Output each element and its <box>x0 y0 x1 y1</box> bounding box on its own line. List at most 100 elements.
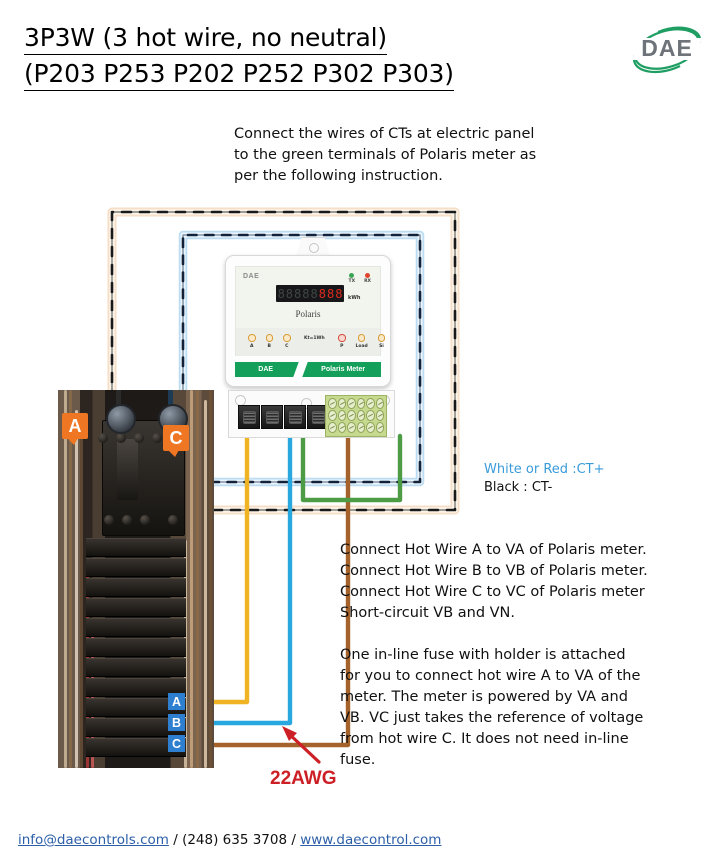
phase-badge-a-label: A <box>171 694 182 709</box>
green-terminal-row[interactable] <box>328 422 384 433</box>
page-title: 3P3W (3 hot wire, no neutral) (P203 P253… <box>24 22 624 91</box>
ct-pair-inner <box>178 230 425 487</box>
meter-face: DAE TX RX 8 8 8 8 8 8 8 8 <box>235 266 381 330</box>
footer-separator-2: / <box>287 832 301 848</box>
instr2-line-6: fuse. <box>340 752 376 768</box>
meter-phase-leds: A B C <box>248 334 291 349</box>
footer-contact: info@daecontrols.com / (248) 635 3708 / … <box>18 832 441 848</box>
green-screw-icon[interactable] <box>356 410 365 421</box>
instr1-line-2: Connect Hot Wire B to VB of Polaris mete… <box>340 563 648 579</box>
green-screw-icon[interactable] <box>347 410 356 421</box>
intro-line-3: per the following instruction. <box>234 168 443 184</box>
green-screw-icon[interactable] <box>337 410 346 421</box>
terminal-screw-icon <box>265 410 279 424</box>
lcd-digit: 8 <box>285 286 294 301</box>
green-screw-icon[interactable] <box>328 410 337 421</box>
phase-badge-b-label: B <box>171 715 182 730</box>
status-led-icon <box>377 334 386 342</box>
meter-comm-leds: TX RX <box>349 273 371 284</box>
callout-badge-a: A <box>62 413 88 445</box>
fuse-instructions: One in-line fuse with holder is attached… <box>340 645 692 771</box>
intro-line-1: Connect the wires of CTs at electric pan… <box>234 126 535 142</box>
svg-text:DAE: DAE <box>641 35 693 61</box>
green-screw-icon[interactable] <box>328 422 337 433</box>
ct-terminal-1[interactable] <box>238 405 260 429</box>
green-screw-icon[interactable] <box>356 422 365 433</box>
lcd-digit: 8 <box>302 286 310 301</box>
ct-terminal-4[interactable] <box>307 405 329 429</box>
instr2-line-2: for you to connect hot wire A to VA of t… <box>340 668 641 684</box>
ct-terminal-2[interactable] <box>261 405 283 429</box>
lcd-digit: 8 <box>335 286 343 301</box>
meter-terminal-strip <box>228 390 395 438</box>
footer-email-link[interactable]: info@daecontrols.com <box>18 832 169 848</box>
green-screw-icon[interactable] <box>375 410 384 421</box>
phase-badge-c-label: C <box>171 736 182 751</box>
dae-logo-icon: DAE <box>632 26 702 74</box>
green-screw-icon[interactable] <box>356 398 365 409</box>
green-screw-icon[interactable] <box>328 398 337 409</box>
instr1-line-1: Connect Hot Wire A to VA of Polaris mete… <box>340 542 647 558</box>
green-screw-icon[interactable] <box>366 422 375 433</box>
green-terminal-row[interactable] <box>328 398 384 409</box>
status-led-icon <box>357 334 366 342</box>
green-screw-icon[interactable] <box>337 422 346 433</box>
ct-negative-label: Black : CT- <box>484 480 553 495</box>
meter-tab-hole <box>309 243 319 253</box>
callout-badge-c: C <box>163 425 189 457</box>
phase-led-label: C <box>285 343 289 349</box>
green-screw-icon[interactable] <box>347 422 356 433</box>
meter-brand-logo: DAE <box>243 273 260 280</box>
callout-badge-c-label: C <box>169 427 183 448</box>
meter-status-leds: P Load Si <box>338 334 386 349</box>
status-led-icon <box>338 334 346 342</box>
green-terminal-row[interactable] <box>328 410 384 421</box>
green-screw-icon[interactable] <box>375 398 384 409</box>
lcd-digit: 8 <box>294 286 302 301</box>
jumper-wire-green <box>300 433 403 503</box>
green-screw-icon[interactable] <box>337 398 346 409</box>
meter-footer-band: DAE Polaris Meter <box>235 362 381 377</box>
green-terminal-block[interactable] <box>325 395 387 437</box>
meter-model-name: Polaris <box>295 309 321 319</box>
rx-led-icon <box>365 273 371 278</box>
lcd-digit: 8 <box>318 286 326 301</box>
phase-led-icon <box>283 334 291 342</box>
rx-led-label: RX <box>364 279 371 284</box>
tx-led-icon <box>349 273 355 278</box>
status-led-label: P <box>340 343 344 349</box>
instr2-line-1: One in-line fuse with holder is attached <box>340 647 626 663</box>
dae-logo: DAE <box>628 20 706 78</box>
phase-badge-c: C <box>168 735 185 752</box>
lcd-digit: 8 <box>277 286 285 301</box>
electrical-panel-photo <box>58 390 214 768</box>
meter-footer-model: Polaris Meter <box>321 366 366 373</box>
title-line-1: 3P3W (3 hot wire, no neutral) <box>24 22 387 55</box>
phase-badge-a: A <box>168 693 185 710</box>
intro-instruction: Connect the wires of CTs at electric pan… <box>234 124 594 187</box>
green-screw-icon[interactable] <box>347 398 356 409</box>
status-led-label: Load <box>355 343 368 349</box>
footer-website-link[interactable]: www.daecontrol.com <box>300 832 442 848</box>
phase-badge-b: B <box>168 714 185 731</box>
ct-terminal-3[interactable] <box>284 405 306 429</box>
instr2-line-5: from hot wire C. It does not need in-lin… <box>340 731 629 747</box>
instr2-line-4: VB. VC just takes the reference of volta… <box>340 710 644 726</box>
terminal-screw-icon <box>311 410 325 424</box>
green-screw-icon[interactable] <box>375 422 384 433</box>
green-screw-icon[interactable] <box>366 410 375 421</box>
ct-pair-outer <box>107 207 460 515</box>
footer-separator-1: / <box>168 832 183 848</box>
terminal-strip-hole <box>301 398 312 409</box>
instr2-line-3: meter. The meter is powered by VA and <box>340 689 628 705</box>
green-screw-icon[interactable] <box>366 398 375 409</box>
meter-kt-label: Kt=1Wh <box>304 336 325 341</box>
terminal-screw-icon <box>288 410 302 424</box>
meter-unit-label: kWh <box>348 295 361 301</box>
phase-led-icon <box>265 334 273 342</box>
footer-phone: (248) 635 3708 <box>182 832 288 848</box>
meter-footer-brand: DAE <box>258 366 274 373</box>
instr1-line-3: Connect Hot Wire C to VC of Polaris mete… <box>340 584 645 600</box>
callout-badge-a-label: A <box>68 415 82 436</box>
